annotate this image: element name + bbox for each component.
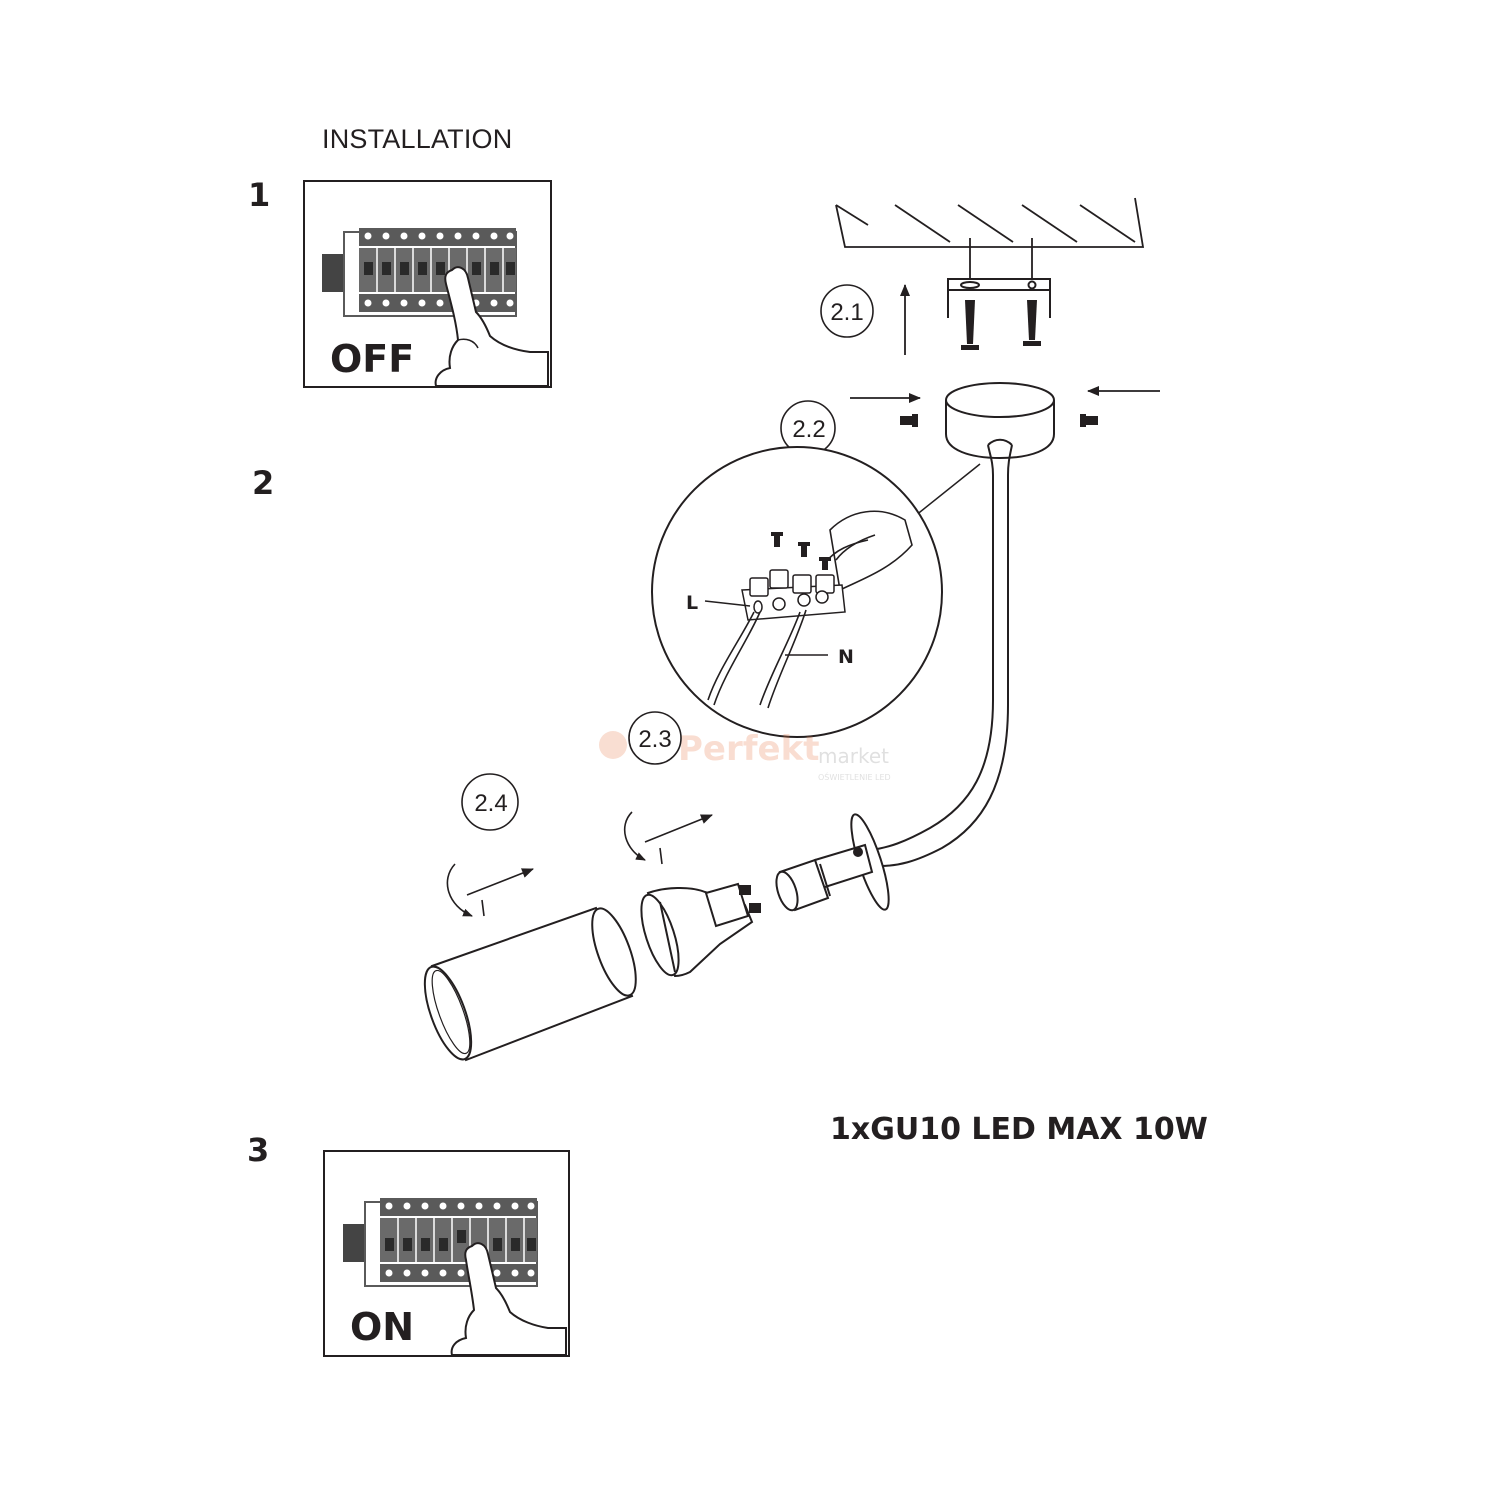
svg-text:2.3: 2.3 [638,726,671,753]
substep-2-4-badge: 2.4 [461,773,519,831]
wiring-detail-circle: L N [651,446,943,738]
svg-text:2.4: 2.4 [474,790,507,817]
flexible-arm [869,438,1013,867]
breaker-panel-icon [322,228,517,317]
terminal-screws [771,532,831,570]
svg-text:2.1: 2.1 [830,299,863,326]
ceiling [835,197,1145,280]
substep-2-3-badge: 2.3 [628,711,682,765]
on-label: ON [350,1305,414,1349]
terminal-block [741,569,846,621]
step-2-number: 2 [252,464,275,502]
svg-text:Perfekt: Perfekt [678,729,819,769]
watermark-logo: Perfekt market OŚWIETLENIE LED [599,729,891,782]
breaker-panel-icon [343,1198,538,1287]
breaker-on-panel: ON [323,1150,570,1357]
breaker-off-panel: OFF [303,180,552,388]
rotate-arrow-shade [446,863,534,917]
installation-heading: INSTALLATION [322,124,513,154]
mounting-bracket [947,278,1051,318]
lamp-socket [775,813,890,912]
rotate-arrow-bulb [623,811,713,865]
side-screws [900,414,1098,427]
svg-text:2.2: 2.2 [792,416,825,443]
gu10-bulb [640,882,761,978]
step-3-number: 3 [247,1131,270,1169]
mounting-screws [961,300,1041,350]
substep-2-1-badge: 2.1 [820,284,874,338]
bulb-spec-label: 1xGU10 LED MAX 10W [830,1112,1208,1147]
wires [707,534,876,709]
lamp-shade [423,906,637,1062]
step-1-number: 1 [248,176,271,214]
canopy [945,382,1055,460]
hand-icon [434,266,549,387]
svg-text:market: market [818,744,889,768]
live-wire-label: L [686,592,698,614]
off-label: OFF [330,337,414,381]
hand-icon [450,1242,567,1356]
neutral-wire-label: N [838,646,854,668]
substep-2-2-badge: 2.2 [780,400,836,456]
svg-text:OŚWIETLENIE LED: OŚWIETLENIE LED [818,771,891,782]
